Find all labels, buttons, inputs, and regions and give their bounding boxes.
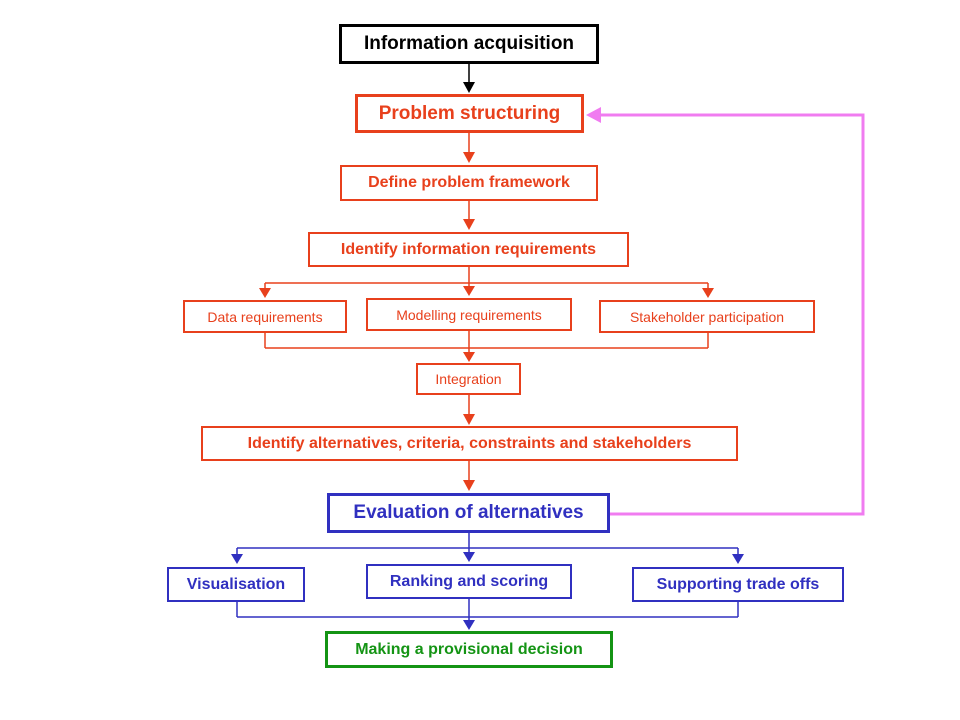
node-evaluation-of-alternatives: Evaluation of alternatives bbox=[327, 493, 610, 533]
node-information-acquisition: Information acquisition bbox=[339, 24, 599, 64]
node-data-requirements: Data requirements bbox=[183, 300, 347, 333]
node-modelling-requirements: Modelling requirements bbox=[366, 298, 572, 331]
split-evaluation bbox=[231, 533, 744, 564]
arrow-structuring-to-framework bbox=[463, 133, 475, 163]
feedback-loop-arrow bbox=[586, 107, 865, 516]
node-integration: Integration bbox=[416, 363, 521, 395]
arrow-integration-to-identify-alternatives bbox=[463, 395, 475, 425]
merge-to-integration bbox=[264, 331, 709, 362]
node-stakeholder-participation: Stakeholder participation bbox=[599, 300, 815, 333]
node-making-provisional-decision: Making a provisional decision bbox=[325, 631, 613, 668]
node-visualisation: Visualisation bbox=[167, 567, 305, 602]
arrow-acquisition-to-structuring bbox=[463, 64, 475, 93]
node-define-problem-framework: Define problem framework bbox=[340, 165, 598, 201]
arrow-identify-alternatives-to-evaluation bbox=[463, 461, 475, 491]
arrow-framework-to-info-requirements bbox=[463, 201, 475, 230]
node-ranking-and-scoring: Ranking and scoring bbox=[366, 564, 572, 599]
node-identify-information-requirements: Identify information requirements bbox=[308, 232, 629, 267]
split-info-requirements bbox=[259, 267, 714, 298]
node-supporting-trade-offs: Supporting trade offs bbox=[632, 567, 844, 602]
merge-to-decision bbox=[236, 599, 739, 630]
node-problem-structuring: Problem structuring bbox=[355, 94, 584, 133]
node-identify-alternatives-criteria-constraints-stakeholders: Identify alternatives, criteria, constra… bbox=[201, 426, 738, 461]
